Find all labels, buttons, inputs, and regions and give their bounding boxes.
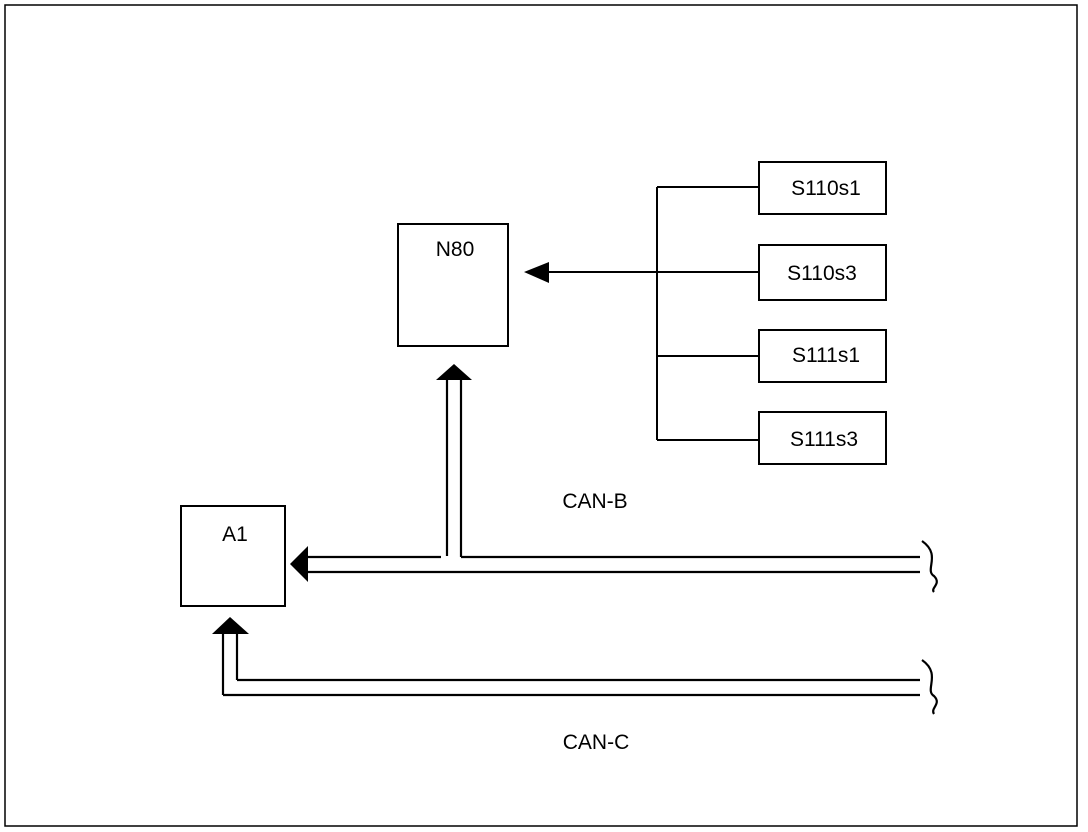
can-b-label: CAN-B [562,490,627,513]
switch-signal-lines [548,186,759,441]
node-n80-box [397,223,509,347]
node-n80: N80 [397,223,509,347]
arrow-to-a1-up [212,617,249,634]
node-s111s1-label: S111s1 [792,344,860,367]
node-n80-label: N80 [436,238,475,261]
node-s111s3: S111s3 [758,411,887,465]
node-s110s3-label: S110s3 [787,262,857,285]
node-a1: A1 [180,505,286,607]
arrow-to-a1-from-can-b [290,546,308,582]
arrow-to-n80-left [524,262,549,283]
can-c-label: CAN-C [563,731,630,754]
can-c-bus [221,633,938,715]
node-s111s3-label: S111s3 [790,428,858,451]
can-b-break-mark [921,540,938,593]
can-b-bus [300,380,938,593]
can-c-break-mark [921,659,938,715]
node-s110s1-label: S110s1 [791,177,861,200]
node-a1-label: A1 [222,523,248,546]
diagram-frame [4,4,1078,827]
node-a1-box [180,505,286,607]
arrow-to-n80-up [436,364,472,380]
node-s111s3-box [758,411,887,465]
